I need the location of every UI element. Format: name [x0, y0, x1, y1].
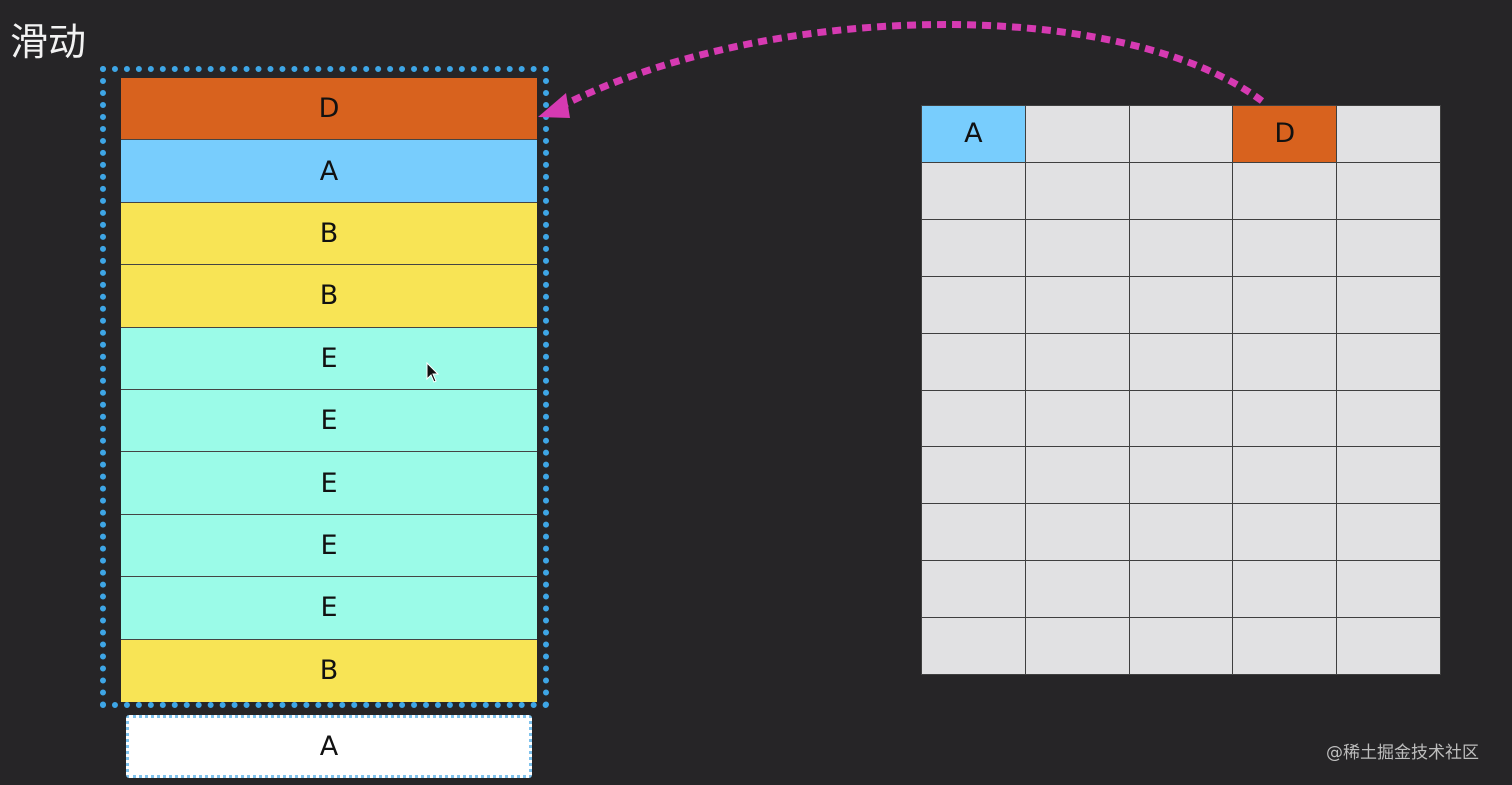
grid-cell: A: [922, 106, 1025, 162]
list-row-label: E: [320, 529, 338, 561]
grid-cell: [1337, 561, 1440, 618]
list-row-label: B: [319, 217, 339, 249]
grid-cell: [922, 390, 1025, 447]
grid-cell: D: [1233, 106, 1337, 162]
grid-cell: [1233, 618, 1337, 674]
grid-cell: [922, 333, 1025, 390]
grid-cell: [1233, 333, 1337, 390]
grid-cell: [1233, 276, 1337, 333]
grid-cell: [1337, 106, 1440, 162]
grid-cell: [1129, 276, 1233, 333]
grid-cell: [922, 276, 1025, 333]
grid-cell-label: D: [1274, 118, 1296, 150]
grid-cell: [1233, 447, 1337, 504]
grid-cell: [1337, 219, 1440, 276]
list-row-label: B: [319, 280, 339, 312]
watermark: @稀土掘金技术社区: [1326, 743, 1479, 763]
grid-cell: [1025, 390, 1129, 447]
grid-cell: [922, 618, 1025, 674]
list-row-label: E: [320, 342, 338, 374]
grid-cell: [1337, 618, 1440, 674]
grid-cell: [922, 561, 1025, 618]
grid-cell: [1025, 162, 1129, 219]
list-row-label: B: [319, 655, 339, 687]
list-row: E: [121, 327, 537, 390]
grid-cell: [1233, 162, 1337, 219]
grid-cell: [1025, 618, 1129, 674]
grid-cell: [1337, 162, 1440, 219]
grid-cell: [1025, 276, 1129, 333]
list-row: D: [121, 78, 537, 141]
list-row-label: A: [319, 155, 339, 187]
grid-cell: [1337, 504, 1440, 561]
grid-cell: [1233, 504, 1337, 561]
list-row-label: E: [320, 467, 338, 499]
grid-cell: [1129, 618, 1233, 674]
list-row: E: [121, 577, 537, 640]
grid-cell: [1025, 106, 1129, 162]
arrow-head: [538, 93, 570, 118]
grid-cell: [1025, 447, 1129, 504]
list-row: B: [121, 639, 537, 702]
list-row: B: [121, 265, 537, 328]
grid-cell: [1129, 504, 1233, 561]
grid-cell: [922, 162, 1025, 219]
grid-cell: [1025, 504, 1129, 561]
list-row: B: [121, 202, 537, 266]
visible-window-frame: [100, 66, 549, 708]
list-row: A: [121, 140, 537, 203]
list-row: E: [121, 452, 537, 515]
grid-cell: [1129, 106, 1233, 162]
grid-cell: [922, 504, 1025, 561]
grid-cell: [1233, 390, 1337, 447]
list-row: E: [121, 514, 537, 578]
grid-cell: [1129, 447, 1233, 504]
grid-cell: [1337, 276, 1440, 333]
pending-list-item: A: [126, 715, 532, 778]
grid-cell: [1025, 219, 1129, 276]
grid-cell: [1129, 390, 1233, 447]
mouse-pointer-icon: [426, 362, 440, 383]
list-row-label: E: [320, 592, 338, 624]
grid-cell: [1025, 333, 1129, 390]
arrow-curve: [550, 21, 1265, 115]
page-title: 滑动: [10, 20, 87, 64]
grid-cell: [1129, 219, 1233, 276]
grid-cell: [1129, 333, 1233, 390]
grid-cell-label: A: [964, 118, 983, 150]
grid-cell: [1337, 390, 1440, 447]
list-row-label: E: [320, 405, 338, 437]
grid-cell: [922, 447, 1025, 504]
grid-cell: [1337, 333, 1440, 390]
grid-cell: [1337, 447, 1440, 504]
grid-cell: [922, 219, 1025, 276]
grid-cell: [1233, 219, 1337, 276]
grid-cell: [1129, 561, 1233, 618]
list-row: E: [121, 389, 537, 453]
list-row-label: D: [318, 93, 340, 125]
grid-cell: [1129, 162, 1233, 219]
grid-cell: [1233, 561, 1337, 618]
pending-item-label: A: [319, 731, 339, 762]
grid-cell: [1025, 561, 1129, 618]
